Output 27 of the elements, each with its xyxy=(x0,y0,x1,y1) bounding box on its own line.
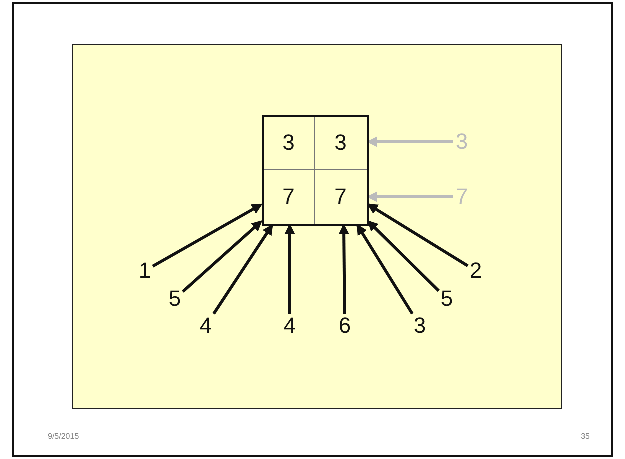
number-label: 3 xyxy=(412,314,428,338)
number-label: 2 xyxy=(468,259,484,283)
arrow xyxy=(366,192,453,202)
arrow xyxy=(367,204,469,268)
number-label: 3 xyxy=(453,130,471,154)
arrow xyxy=(182,220,263,293)
number-label: 5 xyxy=(167,287,183,311)
date-label: 9/5/2015 xyxy=(48,432,80,441)
number-label: 4 xyxy=(198,314,214,338)
grid-cell: 3 xyxy=(264,116,315,170)
number-label: 7 xyxy=(453,185,471,209)
page-number: 35 xyxy=(581,432,590,441)
grid-cell: 7 xyxy=(264,170,315,224)
number-label: 1 xyxy=(137,259,153,283)
arrow xyxy=(367,220,440,292)
grid-cell: 7 xyxy=(315,170,366,224)
number-label: 5 xyxy=(439,287,455,311)
arrow xyxy=(212,224,274,315)
grid-cell: 3 xyxy=(315,116,366,170)
number-label: 4 xyxy=(282,314,298,338)
arrow xyxy=(284,224,296,314)
grid-box xyxy=(262,114,368,226)
number-label: 6 xyxy=(337,314,353,338)
arrow xyxy=(366,136,453,148)
arrow xyxy=(356,224,414,315)
arrow xyxy=(152,204,263,268)
arrow xyxy=(338,224,350,314)
